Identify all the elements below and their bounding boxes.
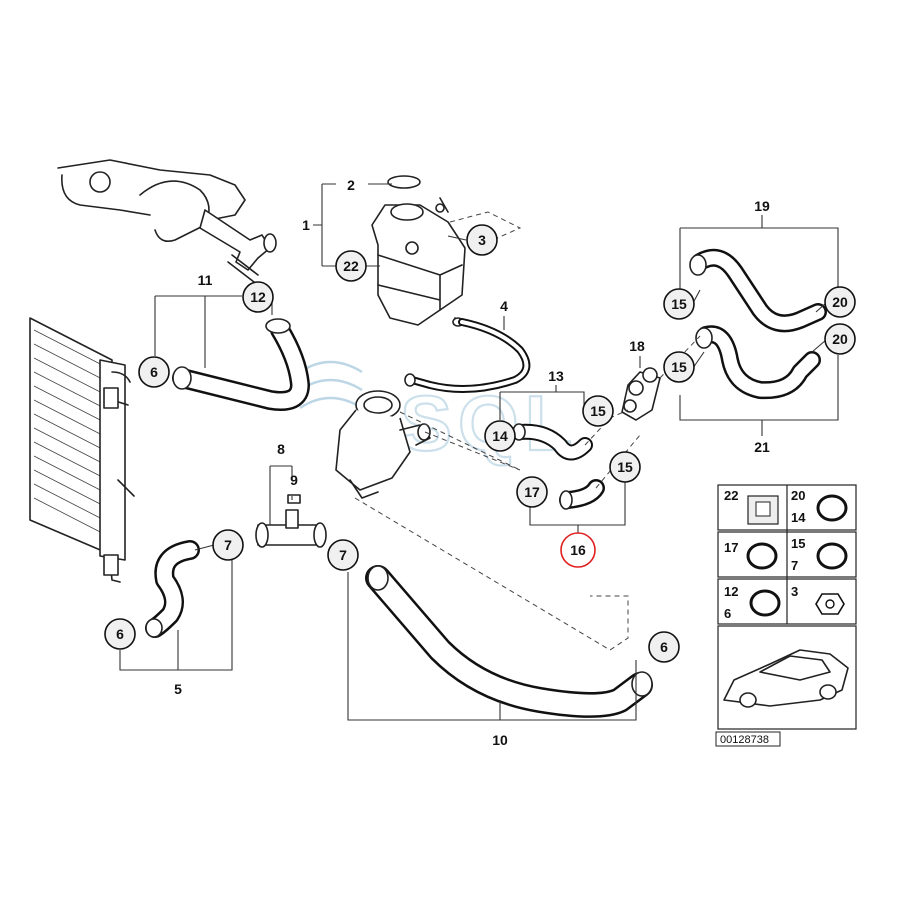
callout-5: 5	[174, 681, 182, 697]
callout-3: 3	[466, 224, 498, 256]
svg-text:7: 7	[791, 558, 798, 573]
callouts: 2 1 3 22 4 11 12 6 8 9 7 7	[104, 177, 856, 748]
svg-text:15: 15	[671, 296, 687, 312]
svg-text:3: 3	[791, 584, 798, 599]
document-id: 00128738	[715, 731, 781, 747]
svg-text:20: 20	[832, 294, 848, 310]
legend-cell-17: 17	[724, 540, 778, 570]
callout-6-bottom: 6	[104, 618, 136, 650]
expansion-tank	[371, 175, 466, 327]
svg-text:22: 22	[343, 258, 359, 274]
callout-22: 22	[335, 250, 367, 282]
legend-cell-20-14: 20 14	[791, 488, 848, 525]
callout-13: 13	[548, 368, 564, 384]
legend-cell-12-6: 12 6	[724, 584, 781, 621]
legend-panel: 22 20 14 17 15 7 12 6 3	[717, 484, 857, 730]
callout-9: 9	[290, 472, 298, 488]
water-pump	[57, 159, 277, 283]
svg-text:6: 6	[660, 639, 668, 655]
hose-10	[365, 565, 653, 718]
callout-17: 17	[516, 476, 548, 508]
water-valve	[621, 367, 661, 421]
callout-10: 10	[492, 732, 508, 748]
callout-16-highlighted: 16	[560, 532, 596, 568]
callout-20-b: 20	[824, 323, 856, 355]
watermark-text: SQL	[400, 379, 578, 467]
hose-5	[145, 540, 200, 638]
hose-16	[559, 479, 605, 510]
svg-text:00128738: 00128738	[720, 734, 769, 746]
svg-text:7: 7	[339, 547, 347, 563]
legend-cell-22: 22	[724, 488, 779, 525]
hose-11	[172, 318, 310, 411]
hose-21	[695, 325, 821, 400]
svg-text:6: 6	[116, 626, 124, 642]
svg-text:15: 15	[617, 459, 633, 475]
svg-text:15: 15	[590, 403, 606, 419]
svg-text:17: 17	[524, 484, 540, 500]
svg-text:12: 12	[250, 289, 266, 305]
radiator	[29, 317, 135, 583]
legend-cell-3: 3	[791, 584, 845, 615]
svg-text:15: 15	[671, 359, 687, 375]
svg-text:6: 6	[724, 606, 731, 621]
svg-text:6: 6	[150, 364, 158, 380]
callout-7-right: 7	[327, 539, 359, 571]
callout-15-b: 15	[663, 351, 695, 383]
hose-19	[689, 248, 827, 333]
car-icon	[723, 649, 849, 708]
svg-text:16: 16	[570, 542, 586, 558]
callout-20-a: 20	[824, 286, 856, 318]
callout-6-right: 6	[648, 631, 680, 663]
callout-18: 18	[629, 338, 645, 354]
hose-13	[512, 423, 593, 461]
hose-4	[404, 318, 531, 393]
svg-text:15: 15	[791, 536, 805, 551]
svg-text:20: 20	[791, 488, 805, 503]
callout-7-left: 7	[212, 529, 244, 561]
callout-1: 1	[302, 217, 310, 233]
svg-text:14: 14	[492, 428, 508, 444]
callout-19: 19	[754, 198, 770, 214]
callout-11: 11	[198, 272, 213, 288]
y-connector	[255, 494, 327, 548]
svg-text:3: 3	[478, 232, 486, 248]
svg-text:17: 17	[724, 540, 738, 555]
svg-text:7: 7	[224, 537, 232, 553]
callout-12: 12	[242, 281, 274, 313]
callout-15-low: 15	[609, 451, 641, 483]
callout-2: 2	[347, 177, 355, 193]
callout-6-left: 6	[138, 356, 170, 388]
thermostat-housing	[335, 390, 431, 499]
callout-15-a: 15	[663, 288, 695, 320]
callout-8: 8	[277, 441, 285, 457]
callout-15-mid: 15	[582, 395, 614, 427]
svg-text:22: 22	[724, 488, 738, 503]
watermark: SQL	[299, 360, 578, 468]
svg-text:14: 14	[791, 510, 806, 525]
callout-21: 21	[754, 439, 770, 455]
legend-cell-15-7: 15 7	[791, 536, 848, 573]
svg-text:12: 12	[724, 584, 738, 599]
callout-14: 14	[484, 420, 516, 452]
svg-text:20: 20	[832, 331, 848, 347]
callout-4: 4	[500, 298, 508, 314]
